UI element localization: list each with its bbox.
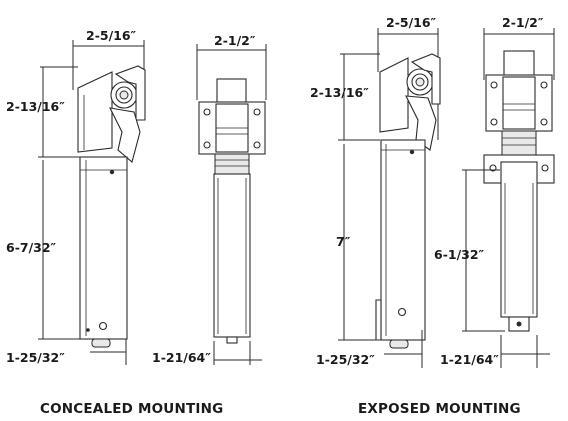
concealed-side-bottom-label: 1-25/32″	[6, 350, 65, 365]
exposed-body-height-label: 7″	[336, 234, 351, 249]
concealed-arm-height-label: 2-13/16″	[6, 99, 65, 114]
exposed-front-body-height-label: 6-1/32″	[434, 247, 485, 262]
concealed-caption: CONCEALED MOUNTING	[40, 401, 223, 417]
exposed-front-bottom-label: 1-21/64″	[440, 352, 499, 367]
exposed-front-view: 2-1/2″ 6-1/32″ 1-21/64″	[434, 15, 555, 368]
concealed-body-height-label: 6-7/32″	[6, 240, 57, 255]
exposed-side-bottom-label: 1-25/32″	[316, 352, 375, 367]
concealed-front-width-label: 2-1/2″	[214, 33, 256, 48]
concealed-side-view: 2-5/16″ 2-13/16″ 6-7/32″ 1-25/32″	[6, 28, 146, 365]
exposed-front-width-label: 2-1/2″	[502, 15, 544, 30]
exposed-caption: EXPOSED MOUNTING	[358, 401, 521, 417]
exposed-side-view: 2-5/16″ 2-13/16″ 7″ 1-25/32″	[310, 15, 441, 368]
concealed-front-bottom-label: 1-21/64″	[152, 350, 211, 365]
concealed-front-view: 2-1/2″ 1-21/64″	[152, 33, 267, 365]
exposed-side-width-label: 2-5/16″	[386, 15, 437, 30]
exposed-arm-height-label: 2-13/16″	[310, 85, 369, 100]
concealed-side-width-label: 2-5/16″	[86, 28, 137, 43]
